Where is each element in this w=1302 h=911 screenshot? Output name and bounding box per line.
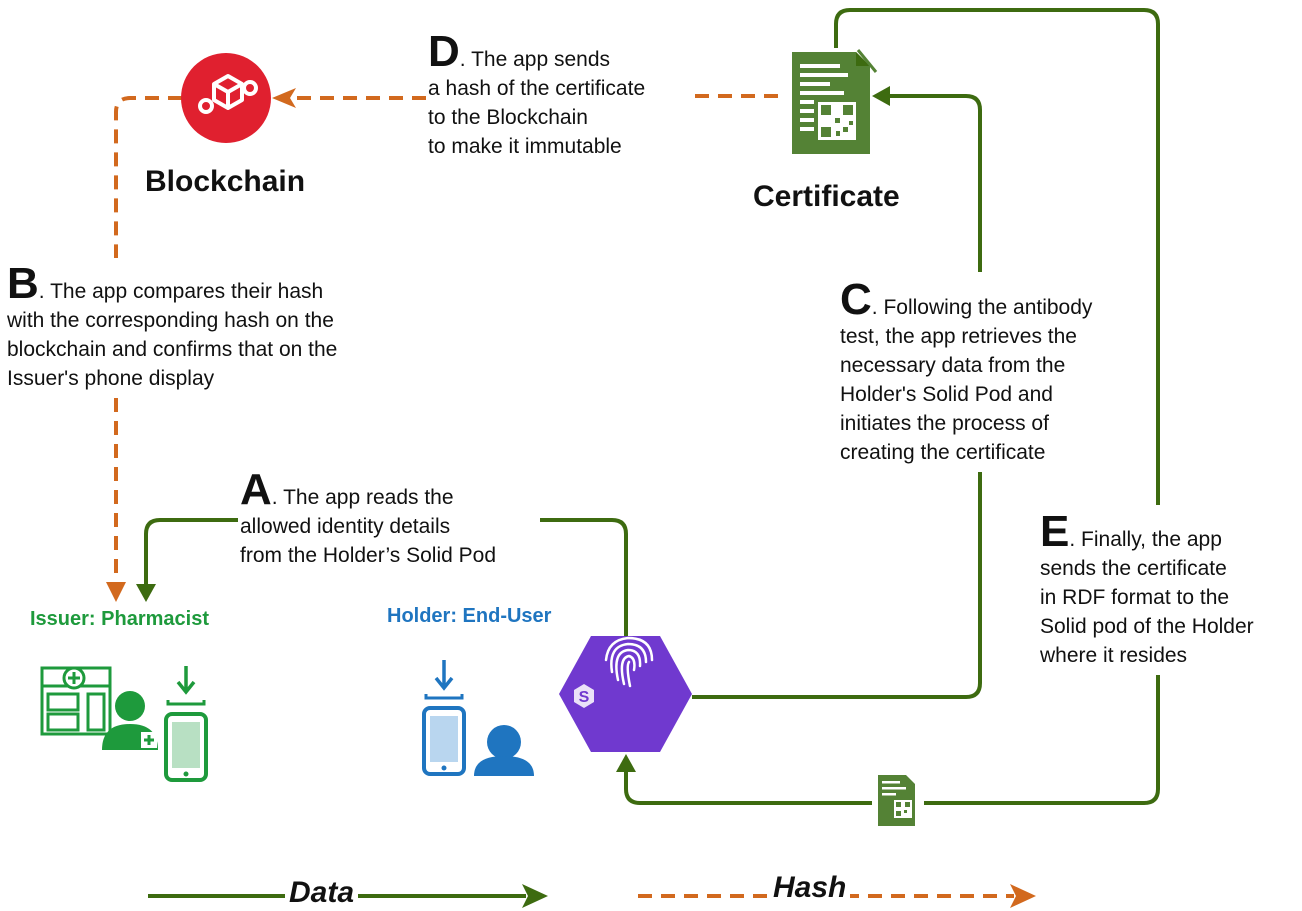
- certificate-label: Certificate: [753, 180, 900, 213]
- arrowhead-c: [872, 86, 890, 106]
- step-d-letter: D: [428, 27, 460, 76]
- step-c-text: C. Following the antibody test, the app …: [840, 278, 1093, 467]
- svg-text:S: S: [579, 689, 590, 706]
- arrowhead-b: [106, 582, 126, 602]
- step-e-letter: E: [1040, 507, 1070, 556]
- arrowhead-a: [136, 584, 156, 602]
- holder-label: Holder: End-User: [387, 605, 552, 627]
- legend-hash-label: Hash: [769, 871, 851, 905]
- step-d-text: D. The app sends a hash of the certifica…: [428, 30, 646, 161]
- step-a-text: A. The app reads the allowed identity de…: [240, 468, 497, 570]
- legend-data-arrowhead: [522, 884, 548, 908]
- step-b-lead: . The app compares their hash: [38, 280, 324, 303]
- pharmacy-icon: [40, 666, 112, 736]
- step-e-lead: . Finally, the app: [1069, 528, 1222, 551]
- step-d-lead: . The app sends: [459, 48, 611, 71]
- step-c-body: test, the app retrieves the necessary da…: [840, 325, 1077, 464]
- certificate-small-icon: [872, 770, 924, 830]
- arrowhead-d: [272, 88, 296, 108]
- blockchain-label: Blockchain: [145, 165, 306, 198]
- step-c-lead: . Following the antibody: [871, 296, 1093, 319]
- arrow-b-hash: [114, 96, 182, 582]
- step-b-letter: B: [7, 259, 39, 308]
- solid-pod-icon: S: [559, 636, 692, 752]
- step-a-letter: A: [240, 465, 272, 514]
- pharmacist-icon: [102, 691, 158, 750]
- solid-logo-icon: S: [574, 684, 594, 708]
- arrow-d-hash: [296, 94, 778, 100]
- certificate-icon: [792, 49, 878, 154]
- user-icon: [474, 725, 534, 776]
- phone-download-icon: [422, 660, 466, 776]
- blockchain-icon: [181, 53, 271, 143]
- phone-download-icon: [164, 666, 208, 782]
- step-e-body: sends the certificate in RDF format to t…: [1040, 557, 1254, 667]
- step-b-body: with the corresponding hash on the block…: [7, 309, 338, 390]
- legend-hash-arrowhead: [1010, 884, 1036, 908]
- arrowhead-e: [616, 754, 636, 772]
- step-d-body: a hash of the certificate to the Blockch…: [428, 77, 646, 158]
- step-b-text: B. The app compares their hash with the …: [7, 262, 338, 393]
- arrow-c-data: [692, 94, 982, 699]
- issuer-label: Issuer: Pharmacist: [30, 608, 209, 630]
- step-a-body: allowed identity details from the Holder…: [240, 515, 497, 567]
- step-e-text: E. Finally, the app sends the certificat…: [1040, 510, 1254, 670]
- arrow-a-data: [144, 518, 628, 636]
- step-c-letter: C: [840, 275, 872, 324]
- legend-data-label: Data: [285, 876, 359, 910]
- step-a-lead: . The app reads the: [271, 486, 454, 509]
- fingerprint-icon: [604, 636, 654, 688]
